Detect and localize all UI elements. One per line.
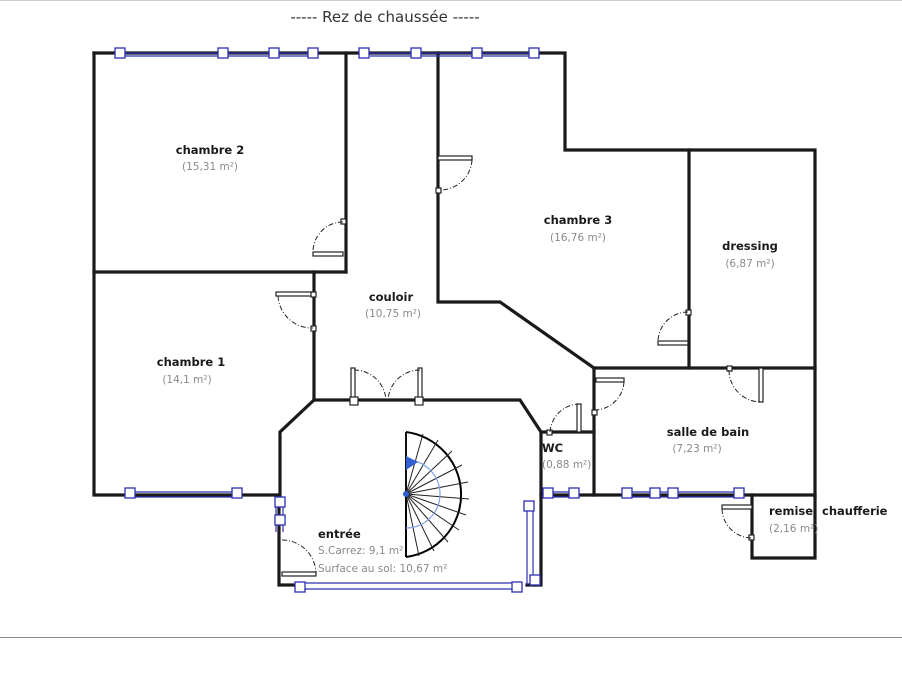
room-area: (7,23 m²) (672, 443, 721, 455)
room-couloir: couloir (10,75 m²) (365, 290, 421, 320)
room-chambre2: chambre 2 (15,31 m²) (176, 143, 244, 173)
room-entree: entrée S.Carrez: 9,1 m² Surface au sol: … (318, 527, 447, 575)
spiral-staircase (403, 431, 470, 558)
room-area: (10,75 m²) (365, 308, 421, 320)
room-name: remise (769, 504, 813, 518)
room-name: salle de bain (667, 425, 749, 439)
room-name: chambre 3 (544, 213, 612, 227)
room-chambre3: chambre 3 (16,76 m²) (544, 213, 612, 244)
plan-title: ----- Rez de chaussée ----- (290, 8, 479, 26)
room-area: (16,76 m²) (550, 232, 606, 244)
room-salle-de-bain: salle de bain (7,23 m²) (667, 425, 749, 455)
doors (275, 155, 764, 577)
room-name: WC (542, 441, 563, 455)
room-carrez: S.Carrez: 9,1 m² (318, 545, 403, 557)
room-name: entrée (318, 527, 361, 541)
room-name: chaufferie (822, 504, 888, 518)
room-name: chambre 2 (176, 143, 244, 157)
room-name: dressing (722, 239, 778, 253)
room-area: (6,87 m²) (725, 258, 774, 270)
room-area: (14,1 m²) (162, 374, 211, 386)
room-area: (0,88 m²) (542, 459, 591, 471)
room-wc: WC (0,88 m²) (542, 441, 591, 471)
windows (114, 47, 745, 593)
top-border (0, 0, 902, 1)
room-dressing: dressing (6,87 m²) (722, 239, 778, 270)
bottom-border (0, 637, 902, 638)
room-name: couloir (369, 290, 414, 304)
room-area: (15,31 m²) (182, 161, 238, 173)
room-remise: remise (2,16 m²) (769, 504, 818, 535)
room-chaufferie: chaufferie (822, 504, 888, 518)
room-area: (2,16 m²) (769, 523, 818, 535)
exterior-walls (92, 51, 817, 587)
room-chambre1: chambre 1 (14,1 m²) (157, 355, 225, 386)
interior-walls (92, 51, 817, 497)
room-name: chambre 1 (157, 355, 225, 369)
room-surface: Surface au sol: 10,67 m² (318, 563, 447, 575)
